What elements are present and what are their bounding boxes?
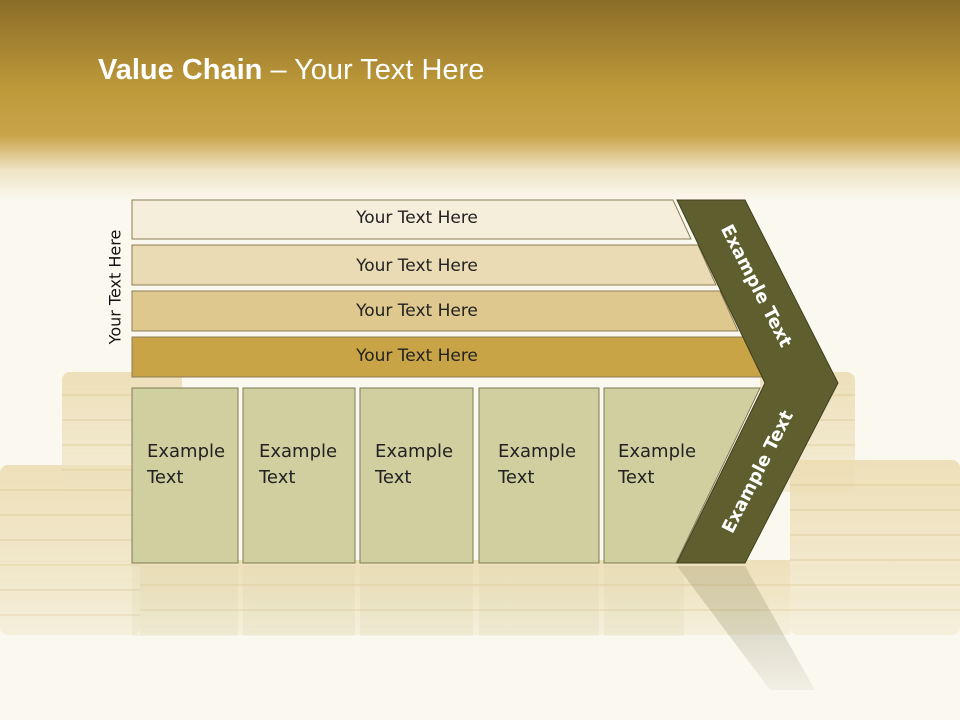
box-shape-2 [242, 387, 356, 564]
title-bold: Value Chain [98, 54, 263, 86]
side-label: Your Text Here [105, 229, 125, 345]
band-shape-2 [131, 244, 717, 286]
reflection [132, 566, 815, 690]
slide-title: Value Chain – Your Text Here [98, 54, 484, 87]
title-rest: – Your Text Here [262, 54, 485, 86]
band-shape-1 [131, 199, 692, 240]
box-shape-5 [603, 387, 761, 564]
band-shape-3 [131, 290, 739, 332]
box-shape-1 [131, 387, 239, 564]
chevron-shape [676, 199, 839, 564]
box-shape-3 [359, 387, 474, 564]
box-shape-4 [478, 387, 600, 564]
band-shape-4 [131, 336, 764, 378]
